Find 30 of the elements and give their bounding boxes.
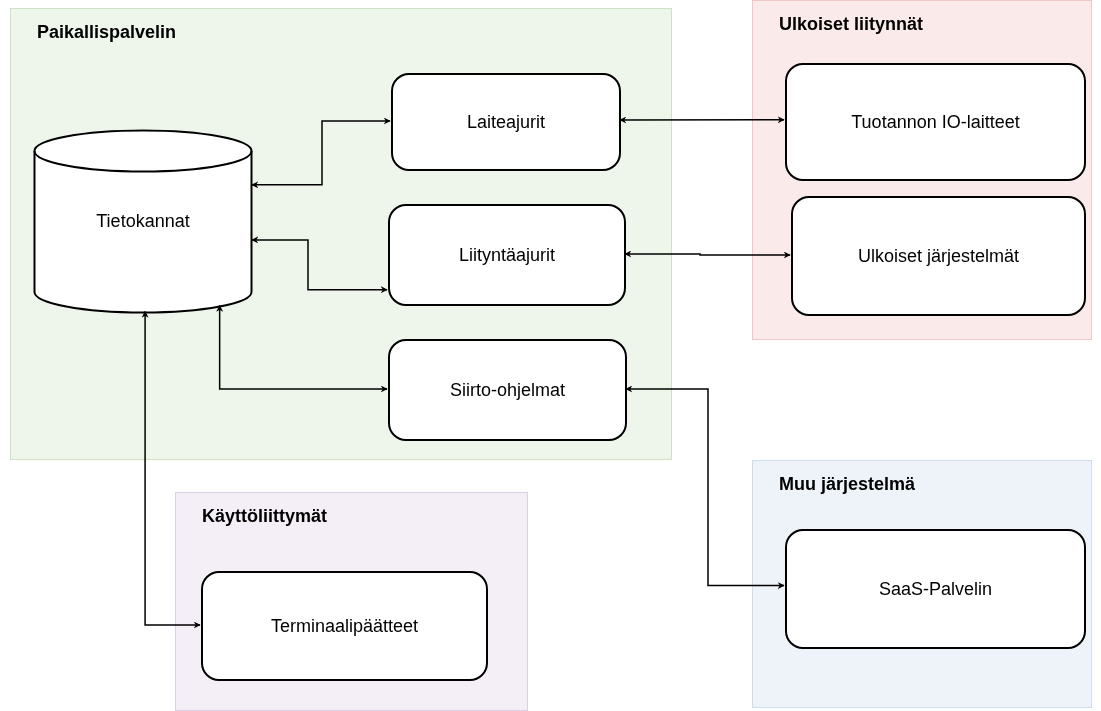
group-title: Käyttöliittymät	[202, 505, 327, 528]
process-box	[388, 339, 627, 441]
group-title: Ulkoiset liitynnät	[779, 13, 924, 36]
process-box	[201, 571, 488, 681]
process-box	[391, 73, 621, 171]
connector-arrow	[141, 310, 201, 629]
connector-arrow	[216, 304, 388, 393]
group-panel	[10, 8, 672, 460]
connector-arrow	[625, 385, 785, 590]
process-box	[388, 204, 626, 306]
node-label: Tuotannon IO-laitteet	[851, 110, 1020, 134]
group-panel	[752, 0, 1092, 340]
node-label: Siirto-ohjelmat	[449, 378, 565, 402]
group-title: Muu järjestelmä	[779, 473, 916, 496]
node-label: Tietokannat	[96, 210, 190, 233]
connector-arrow	[619, 116, 785, 124]
group-title: Paikallispalvelin	[37, 21, 177, 44]
node-label: Liityntäajurit	[458, 243, 555, 267]
node-label: Laiteajurit	[466, 110, 545, 134]
process-box	[791, 196, 1086, 316]
connector-arrow	[251, 236, 388, 294]
group-panel	[175, 492, 528, 711]
connector-arrow	[251, 117, 391, 189]
node-label: Ulkoiset järjestelmät	[857, 244, 1020, 268]
group-panel	[752, 460, 1092, 708]
node-label: Terminaalipäätteet	[270, 614, 419, 638]
process-box	[785, 529, 1086, 649]
process-box	[785, 63, 1086, 181]
node-label: SaaS-Palvelin	[878, 577, 993, 601]
connector-arrow	[624, 250, 791, 259]
